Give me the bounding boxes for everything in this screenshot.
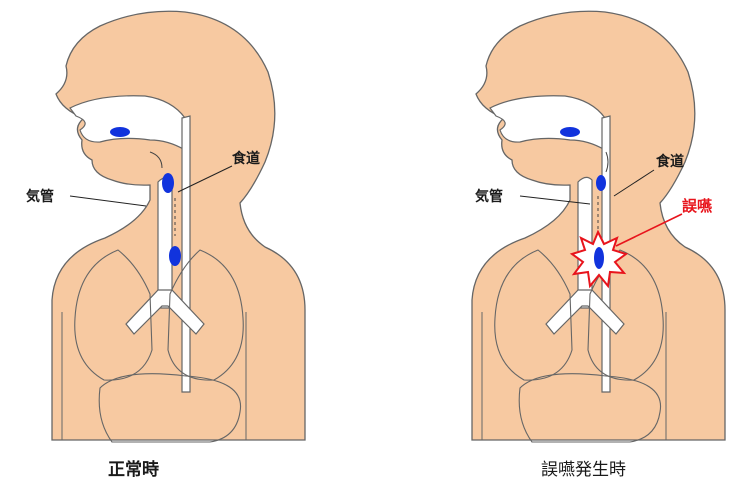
caption-normal: 正常時 bbox=[108, 455, 159, 480]
label-trachea: 気管 bbox=[475, 188, 503, 205]
food-bolus-mouth bbox=[110, 127, 130, 137]
aspiration-panel: 食道 気管 誤嚥 bbox=[472, 11, 725, 442]
label-aspiration: 誤嚥 bbox=[682, 197, 712, 215]
food-bolus-mouth bbox=[560, 127, 580, 137]
food-bolus-pharynx bbox=[596, 175, 606, 191]
food-bolus-esophagus bbox=[169, 246, 181, 266]
normal-panel: 食道 気管 bbox=[26, 11, 305, 442]
label-esophagus: 食道 bbox=[656, 153, 684, 170]
food-bolus-pharynx bbox=[162, 173, 174, 193]
label-trachea: 気管 bbox=[26, 188, 54, 205]
label-esophagus: 食道 bbox=[232, 150, 260, 167]
food-bolus-trachea bbox=[594, 247, 604, 269]
caption-aspiration: 誤嚥発生時 bbox=[541, 455, 626, 480]
trachea-leader bbox=[70, 196, 146, 206]
body-illustration-normal bbox=[52, 11, 305, 442]
